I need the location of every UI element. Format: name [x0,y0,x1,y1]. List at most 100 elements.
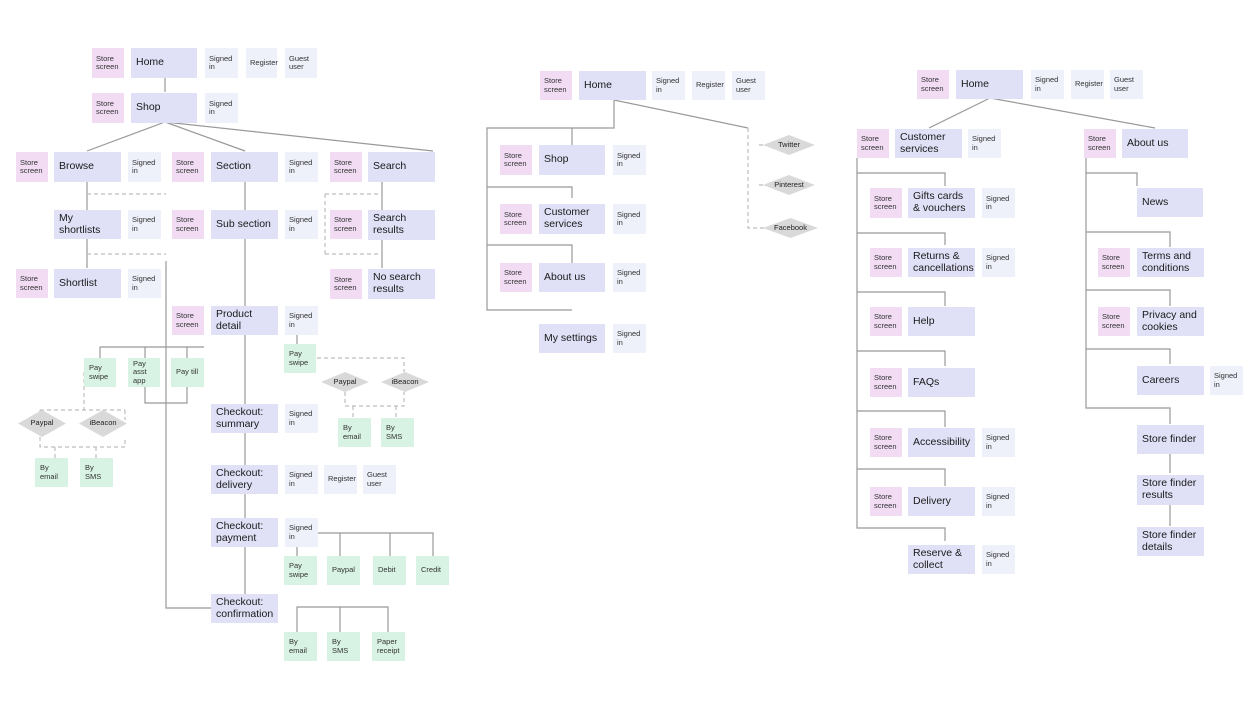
ibeacon-diamond: iBeacon [381,372,429,392]
node-search: Search [368,152,435,182]
node-terms: Terms and conditions [1137,248,1204,277]
node-news: News [1137,188,1203,217]
node-browse: Browse [54,152,121,182]
signed-tag: Signed in [982,248,1015,277]
store-tag: Store screen [500,263,532,292]
node-shop: Shop [131,93,197,123]
node-shortlist: Shortlist [54,269,121,298]
connector-line [989,97,1156,129]
connector-line [487,244,573,263]
store-tag: Store screen [500,145,532,175]
store-tag: Store screen [1098,307,1130,336]
connector-line [486,100,615,311]
node-store-finder: Store finder [1137,425,1204,454]
store-tag: Store screen [917,70,949,99]
store-tag: Store screen [870,428,902,457]
connector-line [1086,348,1171,364]
store-tag: Store screen [330,269,362,299]
signed-tag: Signed in [285,404,318,433]
dashed-connector [747,128,774,229]
node-checkout-delivery: Checkout: delivery [211,465,278,494]
node-sub-section: Sub section [211,210,278,239]
connector-line [857,172,946,186]
connector-line [487,186,573,198]
signed-tag: Signed in [128,210,161,239]
node-product-detail: Product detail [211,306,278,335]
signed-tag: Signed in [1031,70,1064,99]
connector-line [613,99,749,129]
node-my-shortlists: My shortlists [54,210,121,239]
signed-tag: Signed in [652,71,685,100]
connector-line [1086,289,1171,306]
store-tag: Store screen [870,188,902,218]
node-help: Help [908,307,975,336]
dashed-connector [39,437,126,448]
store-tag: Store screen [870,248,902,277]
signed-tag: Signed in [968,129,1001,158]
node-customer-services: Customer services [895,129,962,158]
connector-line [164,121,434,152]
connector-line [144,387,188,404]
option-debit: Debit [373,556,406,585]
option-pay-till: Pay till [171,358,204,387]
option-by-sms: By SMS [80,458,113,487]
node-customer-services: Customer services [539,204,605,234]
node-reserve-collect: Reserve & collect [908,545,975,574]
register-tag: Register [324,465,357,494]
option-credit: Credit [416,556,449,585]
signed-tag: Signed in [982,487,1015,516]
twitter-diamond: Twitter [763,135,815,155]
connector-line [857,350,946,366]
connector-line [857,291,946,306]
dashed-connector [344,392,405,407]
register-tag: Register [246,48,278,78]
store-tag: Store screen [870,368,902,397]
store-tag: Store screen [16,269,48,298]
signed-tag: Signed in [982,545,1015,574]
store-tag: Store screen [172,210,204,239]
signed-tag: Signed in [285,152,318,182]
node-home: Home [579,71,646,100]
store-tag: Store screen [92,93,124,123]
connector-line [296,606,389,632]
node-returns: Returns & cancellations [908,248,975,277]
connector-line [165,261,212,609]
option-by-email: By email [284,632,317,661]
node-gifts-cards: Gifts cards & vouchers [908,188,975,218]
signed-tag: Signed in [1210,366,1243,395]
signed-tag: Signed in [128,269,161,298]
node-no-search-results: No search results [368,269,435,299]
store-tag: Store screen [92,48,124,78]
node-accessibility: Accessibility [908,428,975,457]
signed-tag: Signed in [613,204,646,234]
connector-line [1085,158,1171,424]
guest-tag: Guest user [732,71,765,100]
store-tag: Store screen [857,129,889,158]
signed-tag: Signed in [613,263,646,292]
connector-line [86,121,166,152]
node-store-finder-details: Store finder details [1137,527,1204,556]
node-about-us: About us [1122,129,1188,158]
option-paper-receipt: Paper receipt [372,632,405,661]
store-tag: Store screen [870,307,902,336]
option-pay-asst-app: Pay asst app [128,358,160,387]
connector-line [1086,172,1138,186]
store-tag: Store screen [172,152,204,182]
node-faqs: FAQs [908,368,975,397]
node-checkout-summary: Checkout: summary [211,404,278,433]
store-tag: Store screen [330,152,362,182]
store-tag: Store screen [1098,248,1130,277]
node-section: Section [211,152,278,182]
option-pay-swipe: Pay swipe [284,344,316,373]
guest-tag: Guest user [363,465,396,494]
signed-tag: Signed in [982,188,1015,218]
signed-tag: Signed in [982,428,1015,457]
option-pay-swipe: Pay swipe [84,358,116,387]
signed-tag: Signed in [285,465,318,494]
node-search-results: Search results [368,210,435,240]
register-tag: Register [692,71,725,100]
signed-tag: Signed in [205,93,238,123]
signed-tag: Signed in [205,48,238,78]
store-tag: Store screen [16,152,48,182]
